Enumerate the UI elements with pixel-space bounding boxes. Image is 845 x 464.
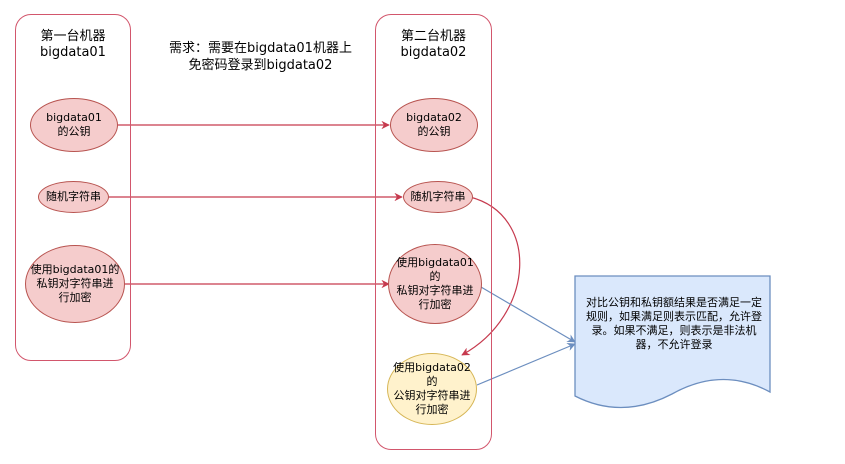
m1-encrypt-label: 使用bigdata01的 私钥对字符串进 行加密 [30, 263, 120, 304]
arrow-private-encrypt-to-result [480, 286, 576, 343]
m1-encrypt-node: 使用bigdata01的 私钥对字符串进 行加密 [25, 245, 125, 323]
arrow-public-encrypt-to-result [476, 343, 576, 386]
m2-public-encrypt-label: 使用bigdata02的 公钥对字符串进 行加密 [393, 361, 471, 416]
m2-pubkey-node: bigdata02 的公钥 [390, 98, 478, 152]
result-document-shape [574, 275, 771, 409]
arrow-random-to-public-encrypt [461, 196, 521, 356]
m2-random-label: 随机字符串 [410, 190, 466, 203]
m1-pubkey-node: bigdata01 的公钥 [30, 98, 118, 152]
m2-pubkey-label: bigdata02 的公钥 [406, 111, 462, 138]
m2-private-encrypt-node: 使用bigdata01的 私钥对字符串进 行加密 [388, 244, 482, 324]
m2-random-node: 随机字符串 [403, 181, 473, 213]
m1-random-label: 随机字符串 [46, 190, 101, 203]
machine-2-container: 第二台机器 bigdata02 [375, 14, 492, 450]
machine-1-container: 第一台机器 bigdata01 [15, 14, 131, 361]
machine-1-title: 第一台机器 bigdata01 [40, 29, 106, 60]
result-document-text: 对比公钥和私钥额结果是否满足一定 规则，如果满足则表示匹配，允许登 录。如果不满… [586, 296, 762, 351]
machine-2-title: 第二台机器 bigdata02 [400, 29, 467, 60]
requirement-note: 需求：需要在bigdata01机器上 免密码登录到bigdata02 [169, 41, 352, 73]
m1-pubkey-label: bigdata01 的公钥 [46, 111, 102, 138]
m2-public-encrypt-node: 使用bigdata02的 公钥对字符串进 行加密 [387, 353, 477, 425]
m2-private-encrypt-label: 使用bigdata01的 私钥对字符串进 行加密 [396, 256, 474, 311]
m1-random-node: 随机字符串 [38, 181, 109, 213]
